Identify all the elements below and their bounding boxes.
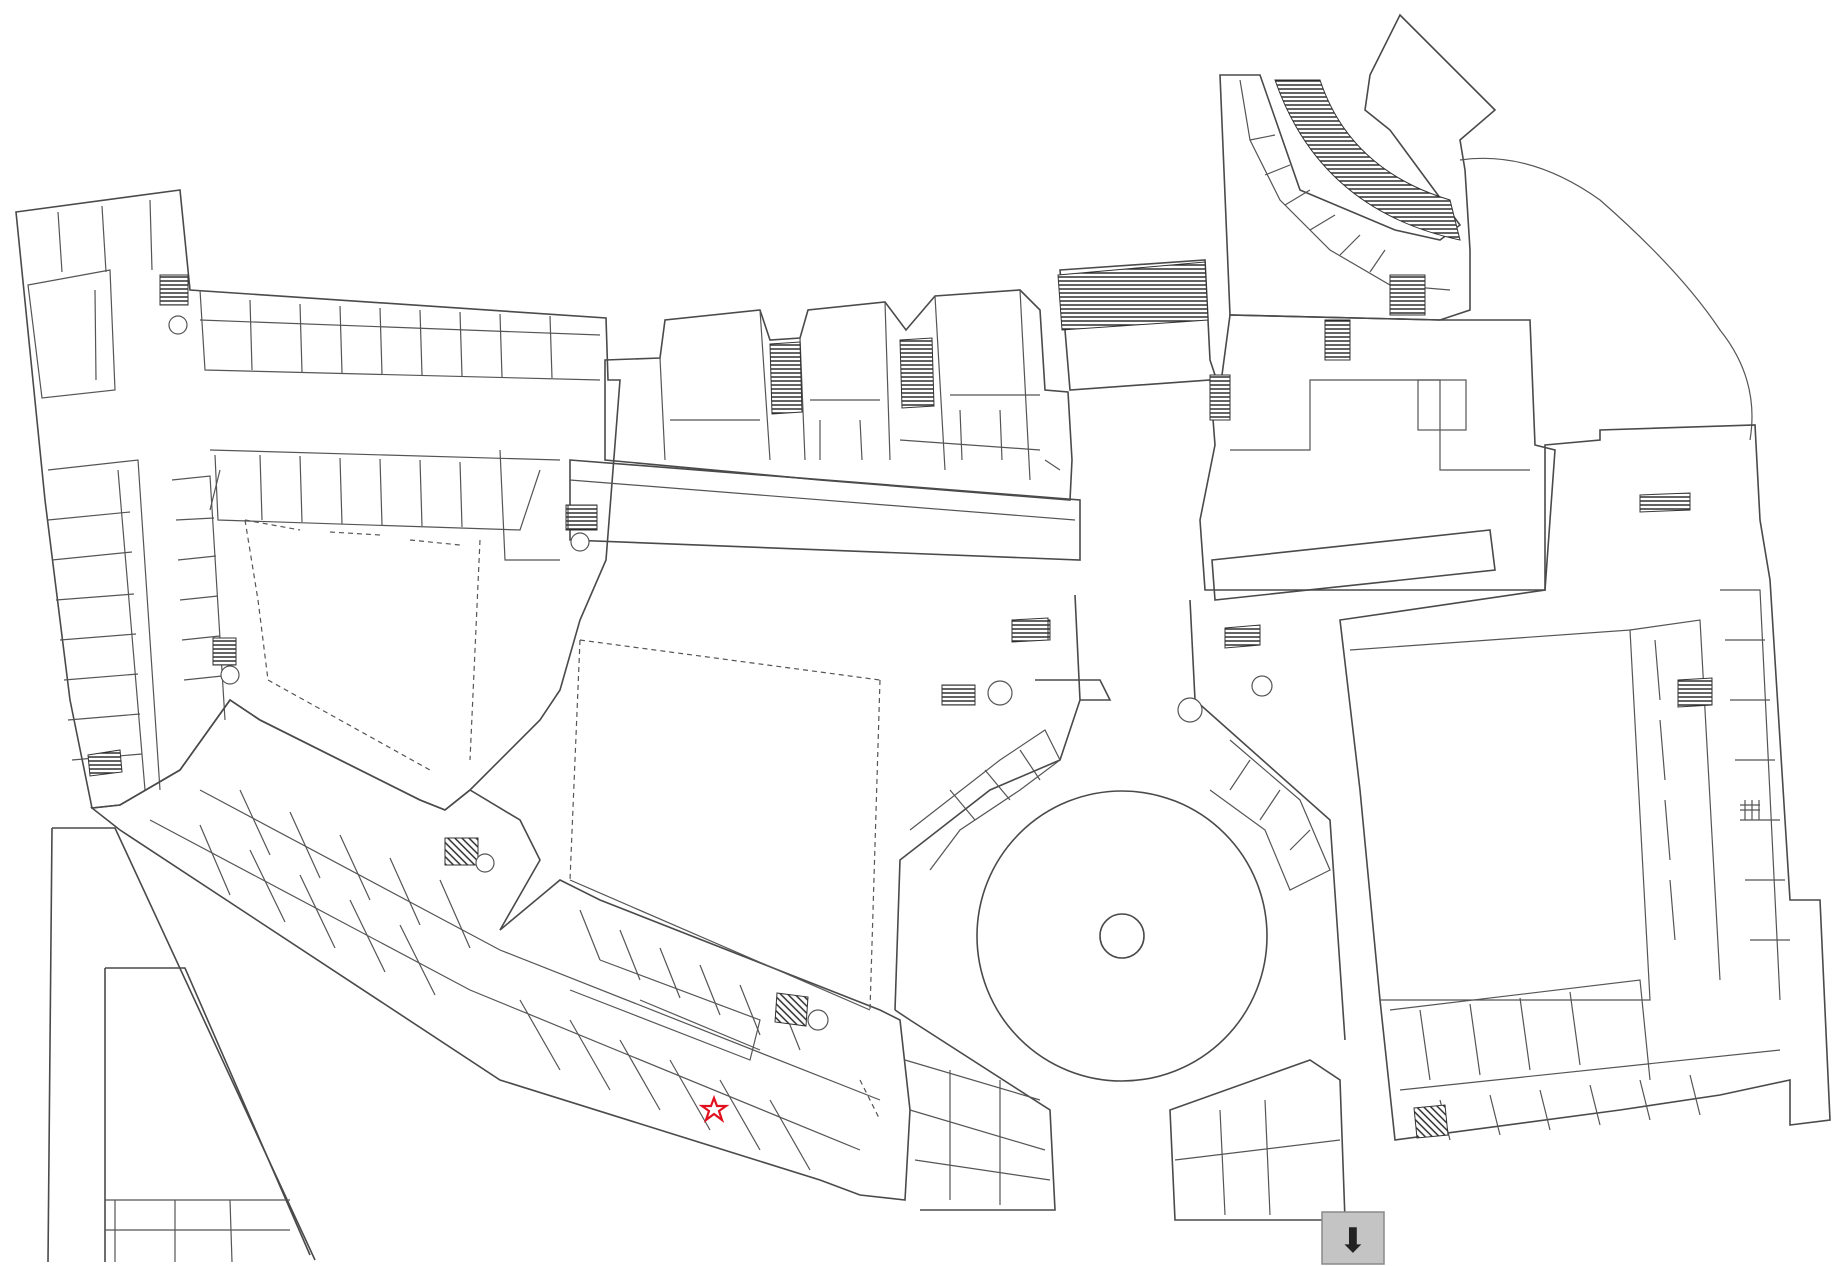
- north-east-block: [1057, 259, 1556, 649]
- courtyard-west: [244, 519, 481, 771]
- southwest-wing: [89, 698, 911, 1201]
- exit-marker[interactable]: ⬇: [1321, 1211, 1385, 1265]
- east-wing: [1339, 424, 1831, 1141]
- south-central: [894, 1009, 1346, 1221]
- courtyard-central: [569, 459, 1081, 1011]
- arrow-down-icon: ⬇: [1339, 1221, 1368, 1261]
- stairs-and-features: [87, 274, 1049, 1031]
- west-annex: [47, 827, 316, 1263]
- west-wing: [15, 189, 621, 811]
- star-icon: [698, 1094, 730, 1123]
- theatre-wing: [1219, 13, 1753, 441]
- rotunda: [894, 594, 1346, 1082]
